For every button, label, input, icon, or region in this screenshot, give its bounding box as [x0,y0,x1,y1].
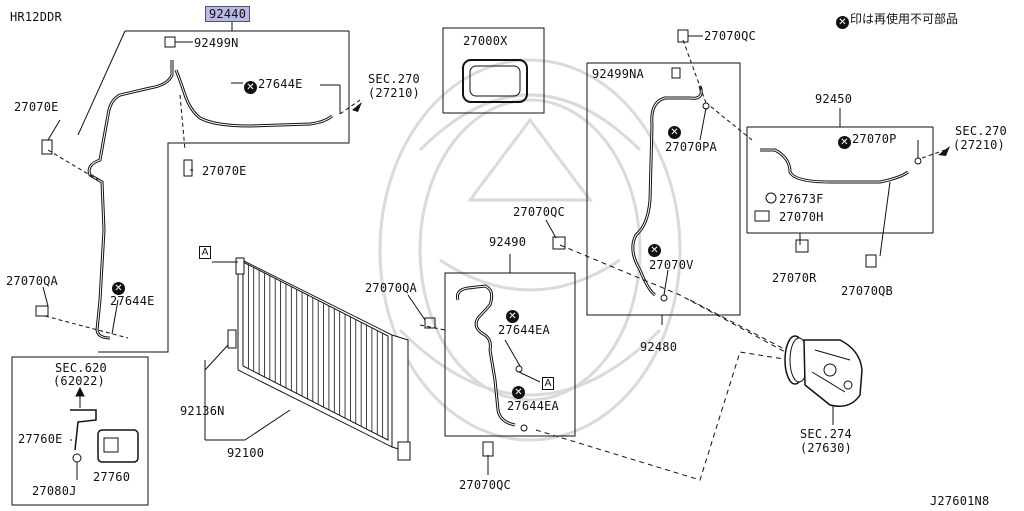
part-27070p[interactable]: ✕27070P [838,132,897,149]
part-27070qc-bot[interactable]: 27070QC [459,478,511,492]
compressor [784,335,863,407]
reuse-note-text: 印は再使用不可部品 [850,12,959,26]
no-reuse-icon: ✕ [836,16,849,29]
part-27070qa-left[interactable]: 27070QA [6,274,58,288]
part-27070pa[interactable]: 27070PA [665,140,717,154]
no-reuse-icon: ✕ [244,81,257,94]
part-27070qa-mid[interactable]: 27070QA [365,281,417,295]
reference-tag-a-left: A [199,246,211,259]
part-27760e[interactable]: 27760E [18,432,63,446]
part-27070e-left[interactable]: 27070E [14,100,59,114]
part-27070r[interactable]: 27070R [772,271,817,285]
part-92450[interactable]: 92450 [815,92,853,106]
part-27644ea-1[interactable]: 27644EA [498,323,550,337]
part-27080j[interactable]: 27080J [32,484,77,498]
sec274-sub: (27630) [800,441,852,455]
bolt-27070qb [865,254,877,268]
part-27070qc-mid[interactable]: 27070QC [513,205,565,219]
sec270-right-sub: (27210) [953,138,1005,152]
reference-tag-a-right: A [542,377,554,390]
part-27070v[interactable]: 27070V [649,258,694,272]
part-27644e-low[interactable]: 27644E [110,294,155,308]
no-reuse-icon: ✕ [648,240,662,257]
part-27644e-top-label: 27644E [258,77,303,91]
bolt-27070qa-mid [424,317,436,329]
part-92499n[interactable]: 92499N [194,36,239,50]
part-92499na[interactable]: 92499NA [592,67,644,81]
sec274[interactable]: SEC.274 [800,427,852,441]
watermark-emblem [378,58,682,442]
part-27760[interactable]: 27760 [93,470,131,484]
no-reuse-icon: ✕ [512,382,526,399]
part-92100[interactable]: 92100 [227,446,265,460]
no-reuse-icon: ✕ [838,136,851,149]
clip-27070e-mid [183,159,193,177]
reuse-note: ✕印は再使用不可部品 [836,10,958,29]
sec270-top[interactable]: SEC.270 [368,72,420,86]
bolt-27070qc-mid [552,236,566,250]
bolt-92499n [164,36,176,48]
clip-27070e-left [41,139,53,155]
part-92490[interactable]: 92490 [489,235,527,249]
no-reuse-icon: ✕ [668,122,682,139]
part-27000x[interactable]: 27000X [463,34,508,48]
no-reuse-icon: ✕ [112,278,126,295]
bolt-27070r [795,239,809,253]
bolt-27070qa-left [35,305,49,317]
part-27644ea-2[interactable]: 27644EA [507,399,559,413]
part-92136n[interactable]: 92136N [180,404,225,418]
sec270-top-sub: (27210) [368,86,420,100]
part-27673f[interactable]: 27673F [779,192,824,206]
sec620[interactable]: SEC.620 [55,361,107,375]
part-27644e-top[interactable]: ✕27644E [244,77,303,94]
group-box-92440 [98,30,350,353]
condenser-92100 [227,257,411,461]
part-92440[interactable]: 92440 [205,6,251,22]
part-27070qc-top[interactable]: 27070QC [704,29,756,43]
part-27070p-label: 27070P [852,132,897,146]
part-27070h[interactable]: 27070H [779,210,824,224]
sec270-right[interactable]: SEC.270 [955,124,1007,138]
diagram-id: J27601N8 [930,494,990,508]
sec620-sub: (62022) [53,374,105,388]
box-27000x [442,27,545,114]
bolt-92499na [671,67,681,79]
no-reuse-icon: ✕ [506,306,520,323]
part-27070qb[interactable]: 27070QB [841,284,893,298]
model-code: HR12DDR [10,10,62,24]
bolt-27070qc-bot [482,441,494,457]
part-92480[interactable]: 92480 [640,340,678,354]
detail-box-sec620 [11,356,149,506]
part-27070e-mid[interactable]: 27070E [202,164,247,178]
group-box-92480 [586,62,741,316]
seal-27000x [462,59,528,103]
